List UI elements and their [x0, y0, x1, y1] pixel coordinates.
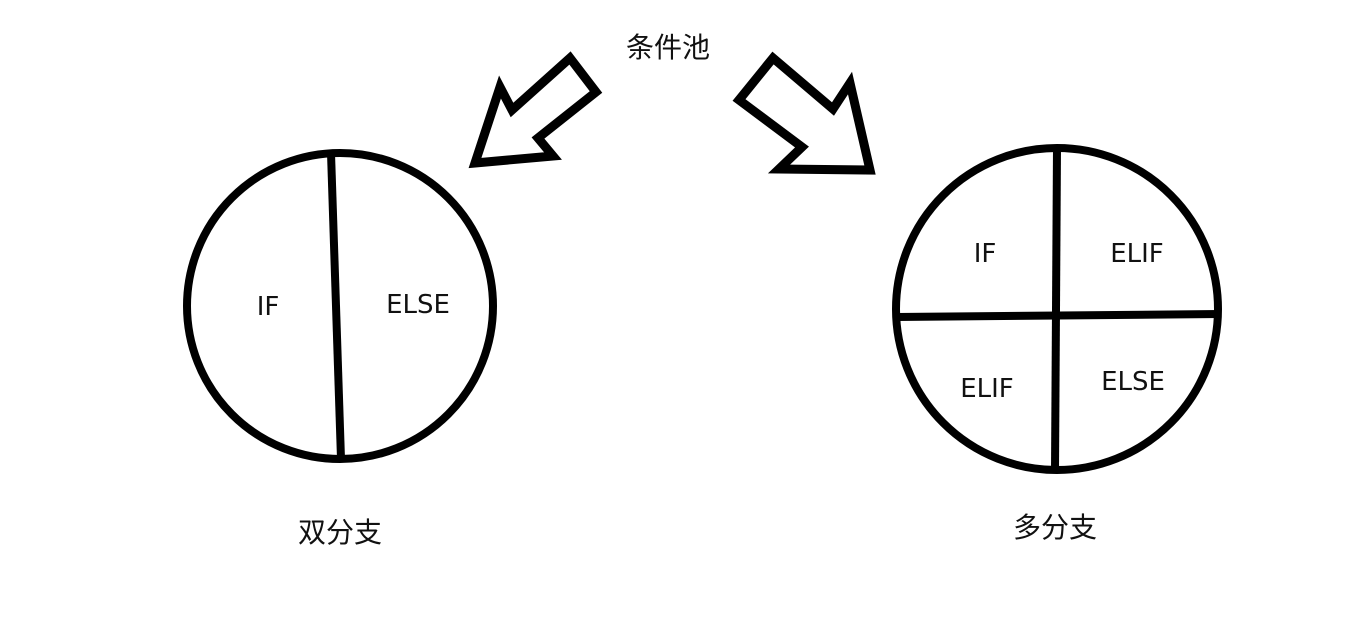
if-label: IF — [974, 239, 997, 269]
arrow-right-icon — [732, 51, 876, 175]
else-label: ELSE — [1101, 367, 1165, 397]
two-branch-circle: IF ELSE — [183, 149, 497, 463]
multi-branch-caption: 多分支 — [1013, 511, 1097, 544]
if-label: IF — [257, 292, 280, 322]
elif-label: ELIF — [960, 374, 1014, 404]
multi-branch-circle: IF ELIF ELIF ELSE — [892, 144, 1222, 474]
two-branch-caption: 双分支 — [298, 516, 382, 549]
arrow-left-icon — [468, 51, 603, 169]
condition-pool-label: 条件池 — [626, 31, 710, 64]
else-label: ELSE — [386, 290, 450, 320]
elif-label: ELIF — [1110, 239, 1164, 269]
